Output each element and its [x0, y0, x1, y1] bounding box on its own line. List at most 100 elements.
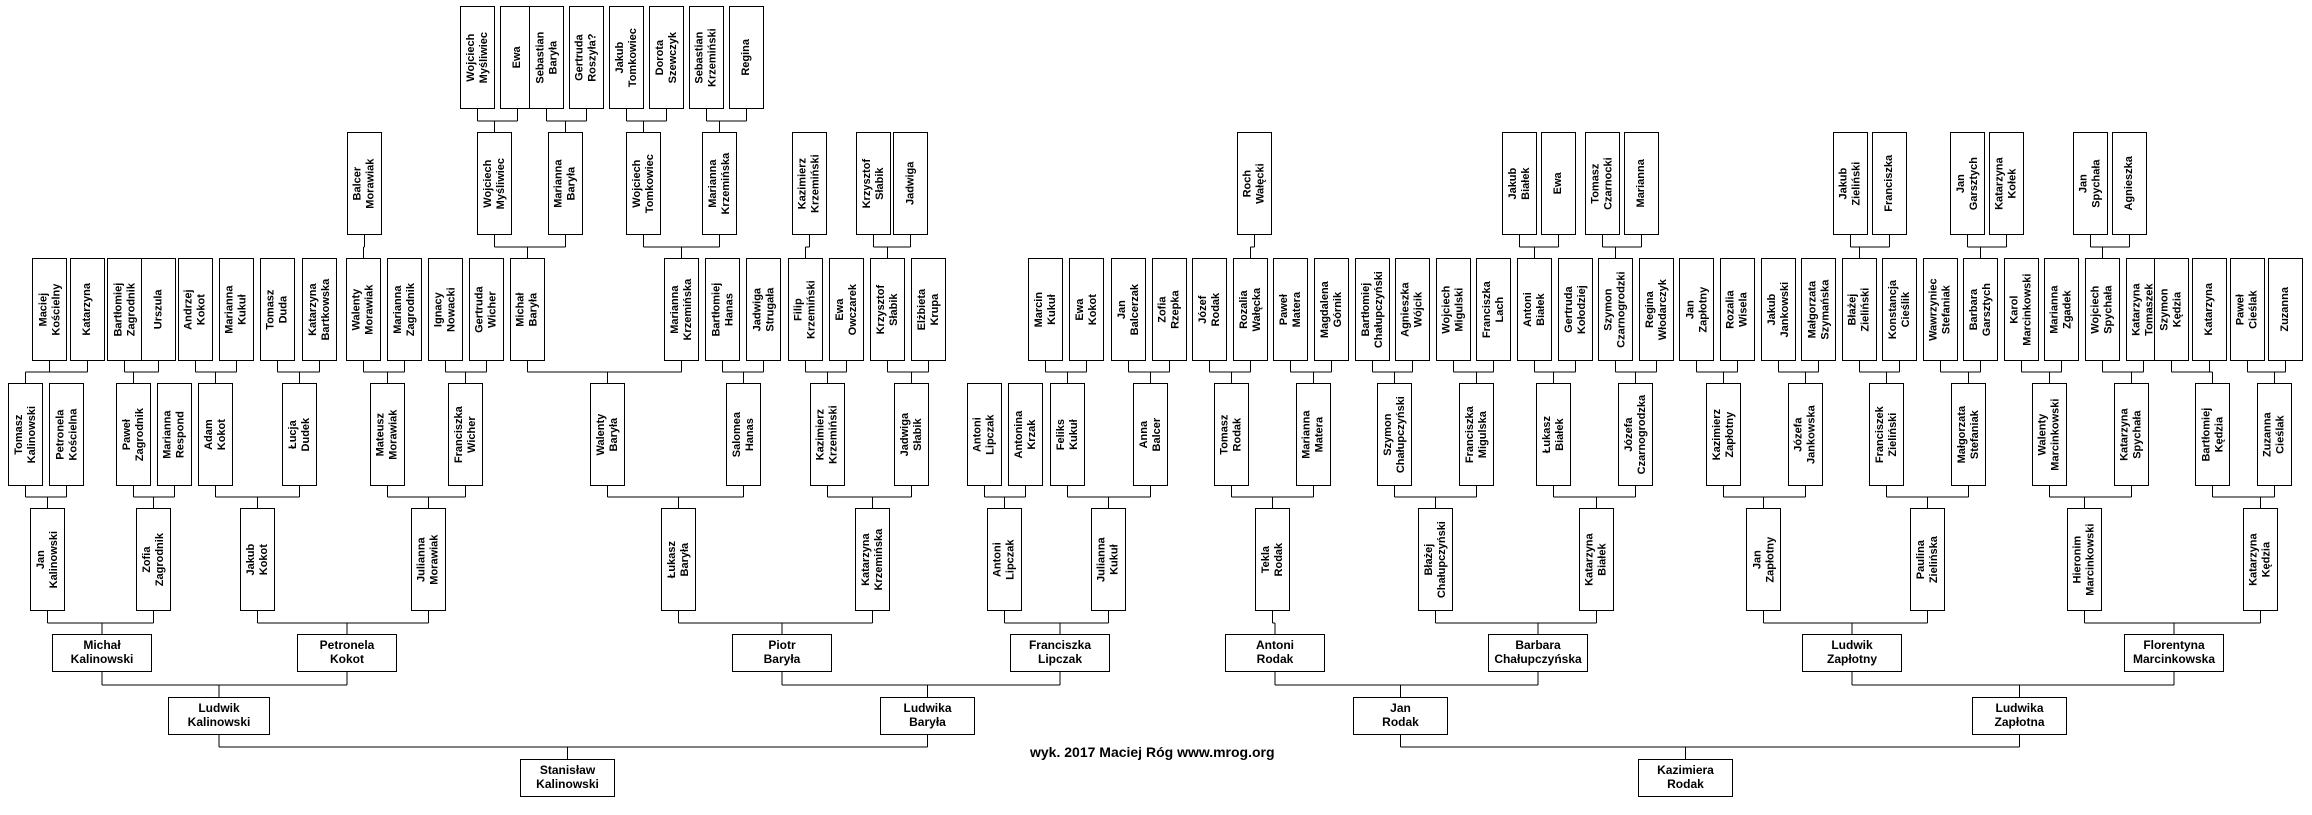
person-box: Katarzyna Białek — [1579, 508, 1614, 611]
person-name: Franciszka — [1883, 155, 1896, 212]
person-name: Marianna Baryła — [552, 159, 578, 208]
person-box: Wojciech Myśliwiec — [460, 6, 495, 109]
person-box: Tekla Rodak — [1255, 508, 1290, 611]
person-box: Walenty Marcinkowski — [2032, 383, 2067, 486]
person-name: Andrzej Kokot — [182, 289, 208, 330]
person-name: Walenty Marcinkowski — [2036, 398, 2062, 471]
person-box: Michał Kalinowski — [52, 634, 152, 672]
person-box: Paweł Cieślak — [2230, 258, 2265, 361]
person-box: Antoni Rodak — [1225, 634, 1325, 672]
person-box: Elżbieta Krupa — [911, 258, 946, 361]
person-name: Łukasz Baryła — [665, 540, 691, 579]
person-name: Wawrzyniec Stefaniak — [1927, 278, 1953, 341]
person-box: Józefa Czarnogrodzka — [1618, 383, 1653, 486]
person-name: Ewa — [1552, 172, 1565, 195]
person-name: Marianna Matera — [1300, 410, 1326, 459]
person-name: Gertruda Roszyła? — [573, 33, 599, 82]
person-name: Dorota Szewczyk — [653, 31, 679, 84]
person-box: Jadwiga — [893, 132, 928, 235]
person-box: Karol Marcinkowski — [2004, 258, 2039, 361]
person-box: Franciszka Wicher — [448, 383, 483, 486]
person-box: Sebastian Krzemiński — [689, 6, 724, 109]
person-name: Józef Rodak — [1196, 292, 1222, 327]
person-name: Piotr Baryła — [763, 638, 801, 666]
person-box: Błażej Zieliński — [1842, 258, 1877, 361]
person-name: Petronela Kokot — [319, 638, 375, 666]
person-name: Katarzyna — [2203, 283, 2216, 336]
person-name: Tomasz Rodak — [1218, 414, 1244, 455]
person-box: Józefa Jankowska — [1788, 383, 1823, 486]
person-name: Regina — [740, 39, 753, 76]
person-name: Szymon Chałupczyński — [1381, 395, 1407, 474]
person-box: Kazimierz Zapłotny — [1706, 383, 1741, 486]
person-name: Katarzyna Bartkowska — [306, 278, 332, 341]
person-box: Gertruda Roszyła? — [569, 6, 604, 109]
person-name: Marianna Respond — [161, 410, 187, 459]
person-name: Tomasz Czarnocki — [1589, 157, 1615, 210]
person-box: Marianna Kukuł — [219, 258, 254, 361]
person-box: Franciszek Zieliński — [1869, 383, 1904, 486]
person-box: Agnieszka Wójcik — [1395, 258, 1430, 361]
person-box: Barbara Chałupczyńska — [1488, 634, 1588, 672]
person-box: Jan Balcerzak — [1111, 258, 1146, 361]
person-name: Jan Balcerzak — [1115, 283, 1141, 336]
person-name: Ludwik Kalinowski — [187, 701, 251, 729]
person-name: Marianna Kukuł — [223, 285, 249, 334]
person-name: Wojciech Spychała — [2089, 285, 2115, 334]
person-name: Gertruda Wicher — [473, 286, 499, 333]
person-name: Jakub Zieliński — [1837, 161, 1863, 206]
person-box: Bartłomiej Zagrodnik — [107, 258, 142, 361]
credit-text: wyk. 2017 Maciej Róg www.mrog.org — [1030, 744, 1275, 760]
person-box: Adam Kokot — [198, 383, 233, 486]
person-name: Zofia Zagrodnik — [140, 532, 166, 587]
person-name: Marianna Krzemińska — [668, 278, 694, 341]
person-box: Petronela Kokot — [297, 634, 397, 672]
person-name: Ludwik Zapłotny — [1827, 638, 1877, 666]
person-name: Rozalia Wałęcka — [1237, 287, 1263, 332]
person-box: Jan Kalinowski — [30, 508, 65, 611]
person-box: Bartłomiej Chałupczyński — [1355, 258, 1390, 361]
person-name: Błażej Zieliński — [1846, 287, 1872, 332]
person-box: Jakub Kokot — [240, 508, 275, 611]
person-name: Wojciech Myśliwiec — [481, 157, 507, 210]
person-box: Jakub Tomkowiec — [609, 6, 644, 109]
person-name: Sebastian Krzemiński — [693, 28, 719, 87]
person-name: Sebastian Baryła — [533, 31, 559, 84]
person-box: Rozalia Wałęcka — [1233, 258, 1268, 361]
person-box: Katarzyna Krzemińska — [855, 508, 890, 611]
person-box: Walenty Morawiak — [346, 258, 381, 361]
person-name: Marianna — [1635, 159, 1648, 208]
person-name: Jadwiga Strugała — [750, 287, 776, 332]
person-box: Ludwika Zapłotna — [1972, 697, 2067, 735]
person-box: Zuzanna Cieślak — [2257, 383, 2292, 486]
person-box: Marianna Krzemińska — [664, 258, 699, 361]
person-name: Urszula — [152, 289, 165, 330]
person-box: Kazimierz Krzemiński — [792, 132, 827, 235]
person-name: Błażej Chałupczyński — [1422, 520, 1448, 599]
person-box: Katarzyna Kołek — [1989, 132, 2024, 235]
person-name: Agnieszka Wójcik — [1399, 282, 1425, 337]
person-box: Gertruda Kołodziej — [1558, 258, 1593, 361]
person-box: Julianna Kukuł — [1091, 508, 1126, 611]
person-name: Katarzyna Kołek — [1993, 157, 2019, 210]
person-box: Marcin Kukuł — [1028, 258, 1063, 361]
person-box: Barbara Garsztych — [1963, 258, 1998, 361]
person-name: Franciszek Zieliński — [1873, 406, 1899, 463]
person-box: Ludwik Zapłotny — [1802, 634, 1902, 672]
person-box: Gertruda Wicher — [469, 258, 504, 361]
person-name: Regina Włodarczyk — [1643, 278, 1669, 341]
person-name: Hieronim Marcinkowski — [2071, 523, 2097, 596]
person-name: Krzysztof Słabik — [874, 284, 900, 335]
person-name: Jadwiga Słabik — [898, 412, 924, 457]
person-name: Łucja Dudek — [286, 417, 312, 452]
person-name: Kazimierz Zapłotny — [1710, 408, 1736, 461]
person-box: Jakub Białek — [1502, 132, 1537, 235]
person-box: Marianna Zgadek — [2044, 258, 2079, 361]
person-name: Bartłomiej Zagrodnik — [111, 282, 137, 337]
person-box: Marianna Respond — [157, 383, 192, 486]
person-box: Józef Rodak — [1192, 258, 1227, 361]
person-name: Ludwika Baryła — [903, 701, 952, 729]
person-name: Stanisław Kalinowski — [536, 763, 599, 791]
